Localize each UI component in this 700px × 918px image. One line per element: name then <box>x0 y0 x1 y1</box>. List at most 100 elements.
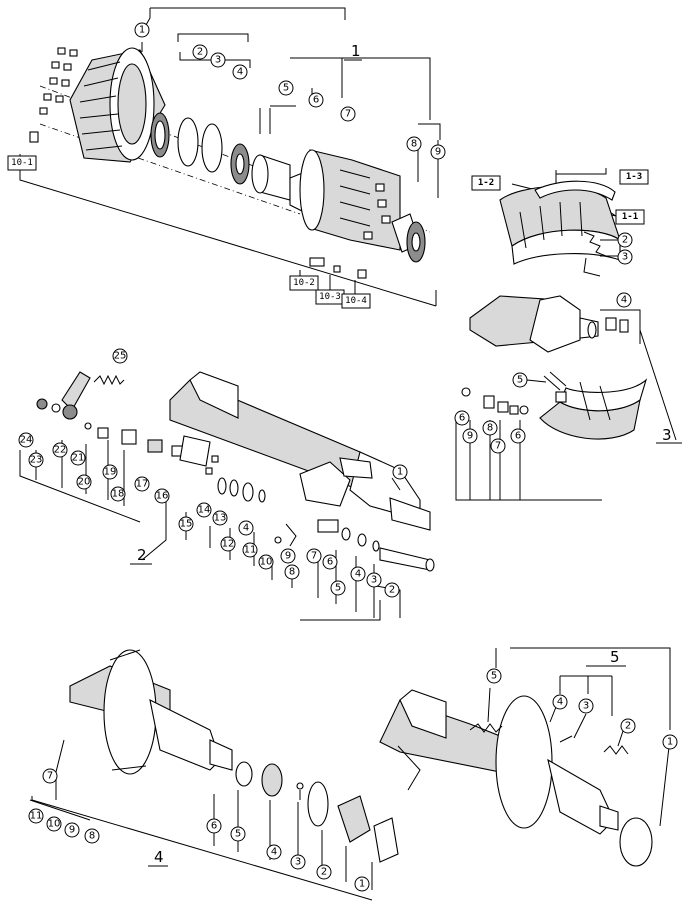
seal-ring-icon <box>619 817 653 867</box>
svg-text:8: 8 <box>89 831 95 842</box>
group-label-5: 5 <box>610 648 620 666</box>
return-spring-icon <box>583 231 607 277</box>
adjuster-hardware-icon <box>36 371 219 475</box>
callout-2-12: 12 <box>220 536 236 552</box>
callout-3-8: 8 <box>482 420 498 436</box>
ref-box-10-3: 10-3 <box>315 289 345 305</box>
svg-text:10: 10 <box>48 819 61 830</box>
svg-text:6: 6 <box>327 557 333 568</box>
ref-box-1-1: 1-1 <box>615 209 645 225</box>
callout-2-8: 8 <box>284 564 300 580</box>
small-hardware-icon <box>461 387 529 415</box>
callout-1-1: 1 <box>134 22 150 38</box>
svg-text:23: 23 <box>30 455 43 466</box>
spring-icon <box>469 723 629 755</box>
callout-2-5: 5 <box>330 580 346 596</box>
spindle-shaft-icon <box>379 547 435 572</box>
svg-text:2: 2 <box>197 47 203 58</box>
callout-2-21: 21 <box>70 450 86 466</box>
ref-box-1-2: 1-2 <box>471 175 501 191</box>
axle-brake-plate-icon <box>69 649 233 775</box>
axle-beam-icon <box>169 371 431 531</box>
axle-spindle-icon <box>469 295 629 353</box>
hub-parts-icon <box>235 761 399 863</box>
callout-4-8: 8 <box>84 828 100 844</box>
svg-text:20: 20 <box>78 477 91 488</box>
svg-text:4: 4 <box>243 523 249 534</box>
callout-4-2: 2 <box>316 864 332 880</box>
hub-bolt-icon <box>309 183 391 279</box>
group-label-1: 1 <box>351 42 361 60</box>
callout-4-11: 11 <box>28 808 44 824</box>
svg-text:17: 17 <box>136 479 149 490</box>
svg-text:1-3: 1-3 <box>626 172 642 182</box>
svg-text:10-2: 10-2 <box>293 278 315 288</box>
callout-4-5: 5 <box>230 826 246 842</box>
svg-text:4: 4 <box>621 295 627 306</box>
svg-text:1: 1 <box>359 879 365 890</box>
svg-text:13: 13 <box>214 513 227 524</box>
svg-text:4: 4 <box>355 569 361 580</box>
callout-5-1: 1 <box>662 734 678 750</box>
callout-1-2: 2 <box>192 44 208 60</box>
brake-drum-icon <box>69 47 166 163</box>
callout-3-4: 4 <box>616 292 632 308</box>
callout-1-9: 9 <box>430 144 446 160</box>
svg-text:7: 7 <box>495 441 501 452</box>
svg-text:16: 16 <box>156 491 169 502</box>
svg-text:15: 15 <box>180 519 193 530</box>
svg-text:6: 6 <box>211 821 217 832</box>
svg-text:2: 2 <box>321 867 327 878</box>
callout-2-23: 23 <box>28 452 44 468</box>
callout-5-4: 4 <box>552 694 568 710</box>
assembly-1-hub-drum: 1 2 3 4 5 6 7 8 9 10-1 10-2 10-3 10-4 1 <box>7 7 446 309</box>
svg-text:9: 9 <box>69 825 75 836</box>
svg-text:11: 11 <box>30 811 43 822</box>
callout-2-15: 15 <box>178 516 194 532</box>
callout-2-9: 9 <box>280 548 296 564</box>
bearing-cup-icon <box>251 154 291 201</box>
svg-text:7: 7 <box>311 551 317 562</box>
callout-1-7: 7 <box>340 106 356 122</box>
svg-text:1: 1 <box>667 737 673 748</box>
callout-1-8: 8 <box>406 136 422 152</box>
callout-3-7: 7 <box>490 438 506 454</box>
brake-shoe-assembly-icon <box>539 378 648 440</box>
callout-3-6b: 6 <box>510 428 526 444</box>
wheel-hub-icon <box>289 149 401 251</box>
svg-text:5: 5 <box>283 83 289 94</box>
svg-text:7: 7 <box>47 771 53 782</box>
svg-text:5: 5 <box>235 829 241 840</box>
o-ring-icon <box>201 123 223 173</box>
group-label-4: 4 <box>154 848 164 866</box>
callout-2-4: 4 <box>350 566 366 582</box>
svg-text:4: 4 <box>271 847 277 858</box>
callout-2-1: 1 <box>392 464 408 480</box>
svg-text:3: 3 <box>215 55 221 66</box>
callout-2-17: 17 <box>134 476 150 492</box>
svg-text:3: 3 <box>295 857 301 868</box>
callout-1-3: 3 <box>210 52 226 68</box>
o-ring-icon <box>177 117 199 167</box>
callout-4-4: 4 <box>266 844 282 860</box>
ref-box-10-4: 10-4 <box>341 293 371 309</box>
svg-text:5: 5 <box>335 583 341 594</box>
oil-seal-icon <box>150 112 170 158</box>
svg-text:4: 4 <box>237 67 243 78</box>
brake-shoe-icon <box>499 180 622 265</box>
svg-text:4: 4 <box>557 697 563 708</box>
svg-text:2: 2 <box>622 235 628 246</box>
assembly-4-axle-hub: 1 2 3 4 5 6 7 8 9 10 11 4 <box>28 649 399 901</box>
callout-4-7: 7 <box>42 768 58 784</box>
svg-text:6: 6 <box>313 95 319 106</box>
ref-box-10-2: 10-2 <box>289 275 319 291</box>
svg-text:5: 5 <box>517 375 523 386</box>
assembly-3-brake-shoes: 1-2 1-3 1-1 2 3 4 <box>454 168 682 501</box>
svg-text:1: 1 <box>139 25 145 36</box>
callout-2-22: 22 <box>52 442 68 458</box>
callout-3-9: 9 <box>462 428 478 444</box>
callout-3-2: 2 <box>617 232 633 248</box>
svg-text:24: 24 <box>20 435 33 446</box>
callout-2-3: 3 <box>366 572 382 588</box>
